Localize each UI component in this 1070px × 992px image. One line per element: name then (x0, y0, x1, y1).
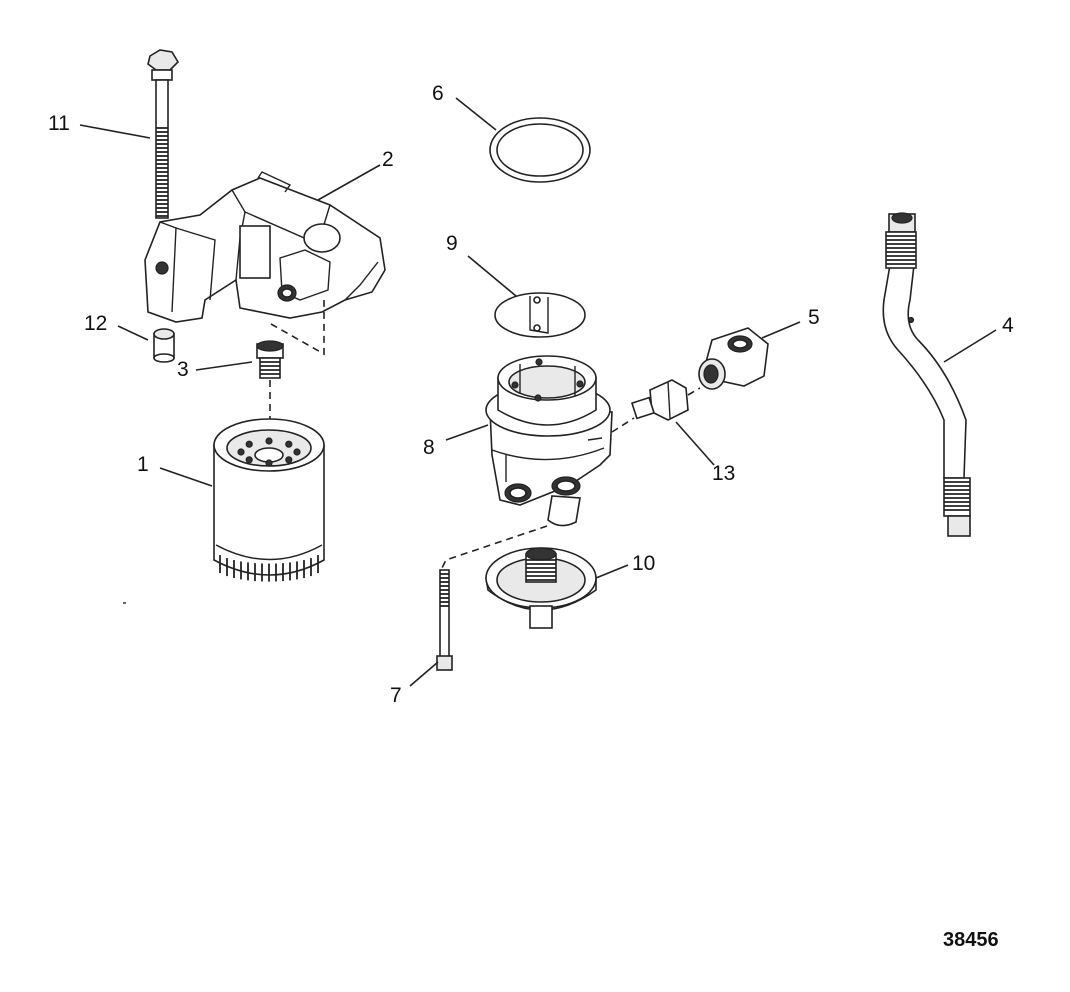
part-2-filter-adapter (144, 171, 386, 323)
part-5-elbow (698, 327, 769, 390)
part-9-plate (494, 292, 586, 338)
part-7-screw (436, 569, 453, 671)
callout-12: 12 (84, 312, 107, 335)
part-4-oil-line (882, 212, 971, 537)
leader-lines (79, 97, 997, 687)
bolt-alignment-line (441, 525, 548, 569)
callout-labels: 11 2 12 3 1 6 9 8 7 10 13 5 4 (48, 82, 1014, 707)
callout-9: 9 (446, 232, 458, 255)
part-6-o-ring (489, 117, 591, 183)
callout-1: 1 (137, 453, 149, 476)
print-speck (123, 602, 126, 604)
filter-hole (245, 440, 253, 448)
filter-hole (285, 456, 293, 464)
callout-6: 6 (432, 82, 444, 105)
callout-11: 11 (48, 112, 70, 135)
filter-hole (237, 448, 245, 456)
filter-hole (265, 437, 273, 445)
part-11-bolt (147, 49, 180, 219)
filter-hole (293, 448, 301, 456)
callout-5: 5 (808, 306, 820, 329)
fitting-alignment-line (611, 417, 635, 433)
adapter-alignment-line (270, 300, 325, 356)
part-12-sleeve (153, 328, 175, 363)
part-1-oil-filter (213, 418, 325, 582)
elbow-alignment-line (687, 387, 701, 396)
callout-8: 8 (423, 436, 435, 459)
filter-hole (245, 456, 253, 464)
callout-4: 4 (1002, 314, 1014, 337)
filter-hole (285, 440, 293, 448)
callout-2: 2 (382, 148, 394, 171)
filter-hole (265, 459, 273, 467)
callout-3: 3 (177, 358, 189, 381)
part-13-fitting (630, 379, 689, 421)
callout-10: 10 (632, 552, 655, 575)
figure-id: 38456 (943, 929, 999, 951)
callout-7: 7 (390, 684, 402, 707)
callout-13: 13 (712, 462, 735, 485)
part-10-base-plate (485, 547, 597, 629)
part-3-nipple (256, 340, 284, 379)
part-8-adapter-body (485, 355, 613, 527)
